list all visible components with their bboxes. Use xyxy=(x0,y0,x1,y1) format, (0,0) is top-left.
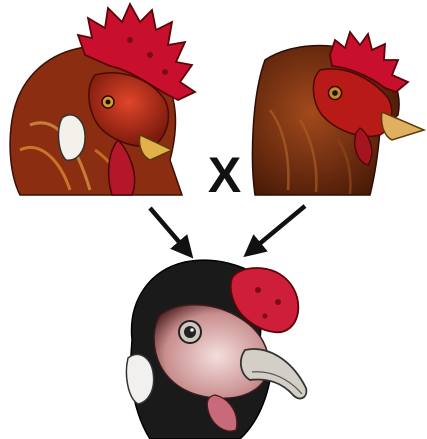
offspring-earlobe xyxy=(126,354,153,404)
offspring-head xyxy=(126,260,306,439)
arrow-right xyxy=(252,206,305,250)
arrow-left xyxy=(150,208,186,250)
hen-beak xyxy=(381,112,424,140)
rooster-head xyxy=(10,4,195,195)
hen-head xyxy=(252,32,424,195)
rooster-earlobe xyxy=(59,115,86,160)
cross-symbol: X xyxy=(200,150,248,200)
